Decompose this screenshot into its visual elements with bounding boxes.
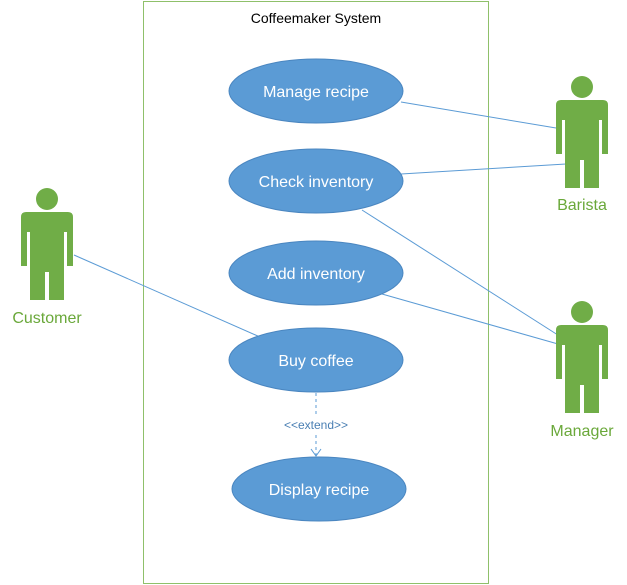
actor-label-barista: Barista — [557, 197, 607, 214]
use-case-label: Check inventory — [259, 174, 374, 191]
actor-figure-icon — [556, 76, 608, 188]
use-case-label: Buy coffee — [278, 353, 353, 370]
system-boundary — [143, 1, 489, 584]
use-case-label: Add inventory — [267, 266, 365, 283]
use-case-buy-coffee[interactable]: Buy coffee — [228, 327, 404, 393]
actor-barista[interactable]: Barista — [556, 76, 608, 214]
use-case-display-recipe[interactable]: Display recipe — [231, 456, 407, 522]
use-case-check-inventory[interactable]: Check inventory — [228, 148, 404, 214]
extend-label-background — [274, 416, 358, 432]
system-title: Coffeemaker System — [251, 10, 381, 26]
use-case-add-inventory[interactable]: Add inventory — [228, 240, 404, 306]
actor-label-manager: Manager — [550, 423, 614, 440]
association-customer-buy-coffee — [73, 254, 261, 338]
use-case-label: Manage recipe — [263, 84, 369, 101]
extend-arrowhead — [310, 448, 322, 457]
actor-manager[interactable]: Manager — [550, 301, 614, 440]
association-barista-check-inventory — [400, 163, 567, 175]
association-manager-check-inventory — [361, 209, 573, 345]
extend-label: <<extend>> — [284, 418, 348, 432]
association-manager-add-inventory — [381, 293, 559, 345]
use-case-label: Display recipe — [269, 482, 370, 499]
actor-figure-icon — [21, 188, 73, 300]
actor-figure-icon — [556, 301, 608, 413]
use-case-manage-recipe[interactable]: Manage recipe — [228, 58, 404, 124]
actor-customer[interactable]: Customer — [12, 188, 82, 327]
actor-label-customer: Customer — [12, 310, 82, 327]
association-barista-manage-recipe — [400, 101, 557, 129]
